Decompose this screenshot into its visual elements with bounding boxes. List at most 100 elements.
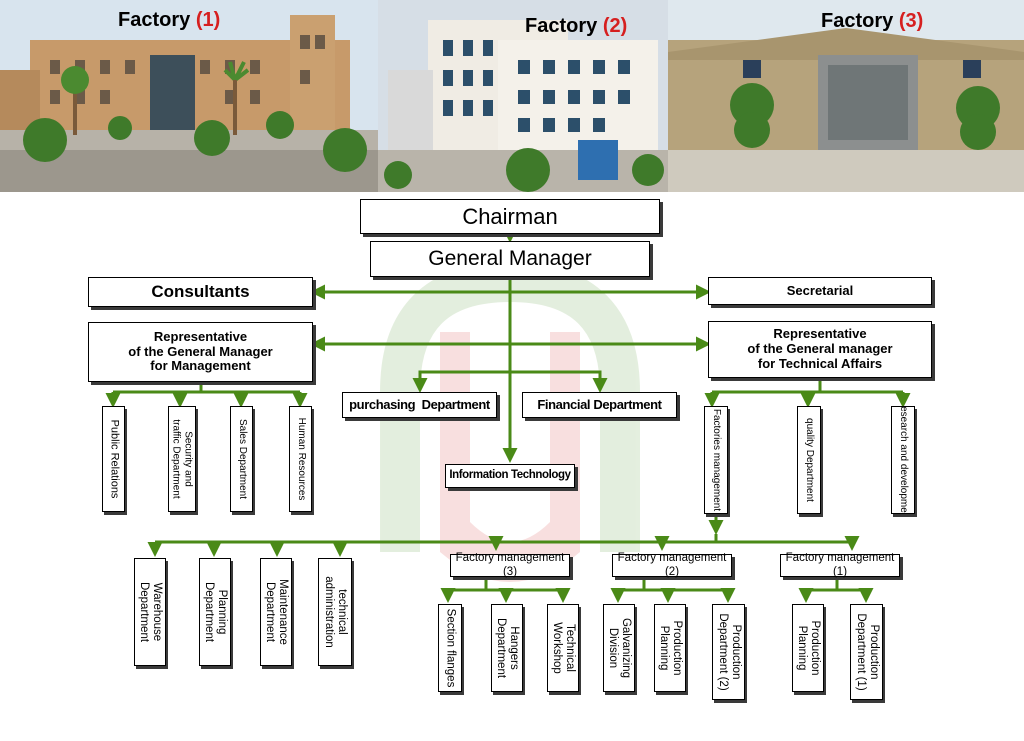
technical-administration-label: technical administration (322, 576, 348, 648)
general-manager-label: General Manager (428, 246, 592, 270)
section-flanges-label: Section flanges (443, 608, 457, 688)
sales-department-label: Sales Department (236, 418, 248, 500)
production-department-1-line-1: Production (867, 624, 880, 680)
production-department-2-label: Production Department (2) (715, 613, 742, 691)
factory-1-number: (1) (195, 9, 221, 31)
financial-label: Financial Department (537, 396, 662, 412)
production-department-2-line-2: Department (2) (716, 613, 729, 691)
public-relations-label: Public Relations (107, 420, 120, 499)
secretarial-label: Secretarial (786, 282, 854, 298)
chairman-box: Chairman (360, 199, 660, 234)
production-planning-2-label: Production Planning (657, 621, 683, 676)
financial-box: Financial Department (522, 392, 677, 418)
factory-3-photo (668, 0, 1024, 192)
factory-management-3-label: Factory management (3) (455, 552, 565, 578)
warehouse-department-box: Warehouse Department (134, 558, 166, 666)
maintenance-line-1: Maintenance (277, 579, 290, 645)
factory-1-title: Factory (1) (118, 9, 220, 32)
warehouse-department-label: Warehouse Department (137, 582, 163, 642)
general-manager-box: General Manager (370, 241, 650, 277)
galvanizing-line-1: Galvanizing (620, 617, 633, 679)
production-department-2-box: Production Department (2) (712, 604, 745, 700)
hangers-department-label: Hangers Department (494, 618, 520, 678)
factory-2-label: Factory (525, 15, 598, 37)
production-department-1-line-2: Department (1) (854, 613, 867, 691)
technical-admin-line-1: technical (336, 589, 349, 635)
quality-department-box: quality Department (797, 406, 821, 514)
rep-management-line-2: of the General Manager (128, 343, 273, 359)
factory-3-label: Factory (821, 10, 894, 32)
galvanizing-line-2: Division (607, 627, 619, 669)
rep-management-line-1: Representative (153, 328, 248, 344)
technical-workshop-label: Technical Workshop (550, 622, 576, 674)
galvanizing-division-label: Galvanizing Division (606, 618, 632, 678)
factory-3-number: (3) (898, 10, 924, 32)
purchasing-label: purchasing Department (349, 396, 490, 412)
security-traffic-line-2: traffic Department (171, 419, 182, 499)
galvanizing-division-box: Galvanizing Division (603, 604, 635, 692)
production-planning-2-line-2: Planning (658, 625, 670, 671)
research-development-box: Research and development (891, 406, 915, 514)
human-resources-text: Human Resources (295, 417, 307, 501)
maintenance-department-box: Maintenance Department (260, 558, 292, 666)
factory-2-title: Factory (2) (525, 15, 627, 38)
planning-line-1: Planning (216, 589, 229, 635)
section-flanges-text: Section flanges (444, 608, 457, 688)
warehouse-line-1: Warehouse (151, 582, 164, 642)
warehouse-line-2: Department (138, 581, 150, 643)
factory-2-number: (2) (602, 15, 628, 37)
factories-management-box: Factories management (704, 406, 728, 514)
rep-technical-box: Representative of the General manager fo… (708, 321, 932, 378)
rep-technical-line-1: Representative (773, 326, 867, 342)
technical-workshop-line-2: Workshop (551, 622, 563, 674)
security-traffic-box: Security and traffic Department (168, 406, 196, 512)
sales-department-text: Sales Department (236, 418, 248, 500)
research-development-label: Research and development (897, 406, 909, 514)
org-chart: Chairman General Manager Consultants Sec… (0, 192, 1024, 741)
maintenance-department-label: Maintenance Department (263, 579, 289, 645)
production-planning-1-box: Production Planning (792, 604, 824, 692)
factories-management-label: Factories management (710, 409, 722, 511)
technical-admin-line-2: administration (323, 576, 335, 648)
production-planning-1-line-1: Production (809, 620, 822, 676)
factory-management-1-box: Factory management (1) (780, 552, 900, 578)
sales-department-box: Sales Department (230, 406, 253, 512)
rep-management-line-3: for Management (150, 358, 251, 374)
chairman-label: Chairman (462, 203, 558, 229)
security-traffic-label: Security and traffic Department (171, 419, 194, 498)
factory-1-photo (0, 0, 378, 192)
rep-technical-line-3: for Technical Affairs (757, 355, 883, 371)
security-traffic-line-1: Security and (182, 431, 194, 487)
secretarial-box: Secretarial (708, 277, 932, 305)
it-box: Information Technology (445, 464, 575, 488)
factory-management-3-box: Factory management (3) (450, 552, 570, 578)
production-planning-2-line-1: Production (671, 620, 684, 676)
hangers-line-2: Department (495, 617, 507, 679)
consultants-label: Consultants (151, 282, 250, 302)
factory-management-2-label: Factory management (2) (617, 552, 727, 578)
section-flanges-box: Section flanges (438, 604, 462, 692)
technical-workshop-line-1: Technical (564, 624, 577, 672)
hangers-line-1: Hangers (508, 626, 521, 670)
rep-technical-line-2: of the General manager (747, 341, 893, 357)
purchasing-box: purchasing Department (342, 392, 497, 418)
production-planning-2-box: Production Planning (654, 604, 686, 692)
factory-management-2-box: Factory management (2) (612, 552, 732, 578)
technical-administration-box: technical administration (318, 558, 352, 666)
quality-department-text: quality Department (803, 418, 815, 502)
factory-1-label: Factory (118, 9, 191, 31)
consultants-box: Consultants (88, 277, 313, 307)
hangers-department-box: Hangers Department (491, 604, 523, 692)
planning-department-box: Planning Department (199, 558, 231, 666)
planning-department-label: Planning Department (202, 582, 228, 642)
technical-workshop-box: Technical Workshop (547, 604, 579, 692)
quality-department-label: quality Department (803, 418, 815, 502)
it-label: Information Technology (449, 469, 571, 482)
rep-management-box: Representative of the General Manager fo… (88, 322, 313, 382)
production-department-1-label: Production Department (1) (853, 613, 880, 691)
human-resources-label: Human Resources (295, 417, 307, 501)
public-relations-box: Public Relations (102, 406, 125, 512)
production-planning-1-label: Production Planning (795, 621, 821, 676)
maintenance-line-2: Department (264, 581, 276, 643)
research-development-text: Research and development (897, 406, 909, 514)
